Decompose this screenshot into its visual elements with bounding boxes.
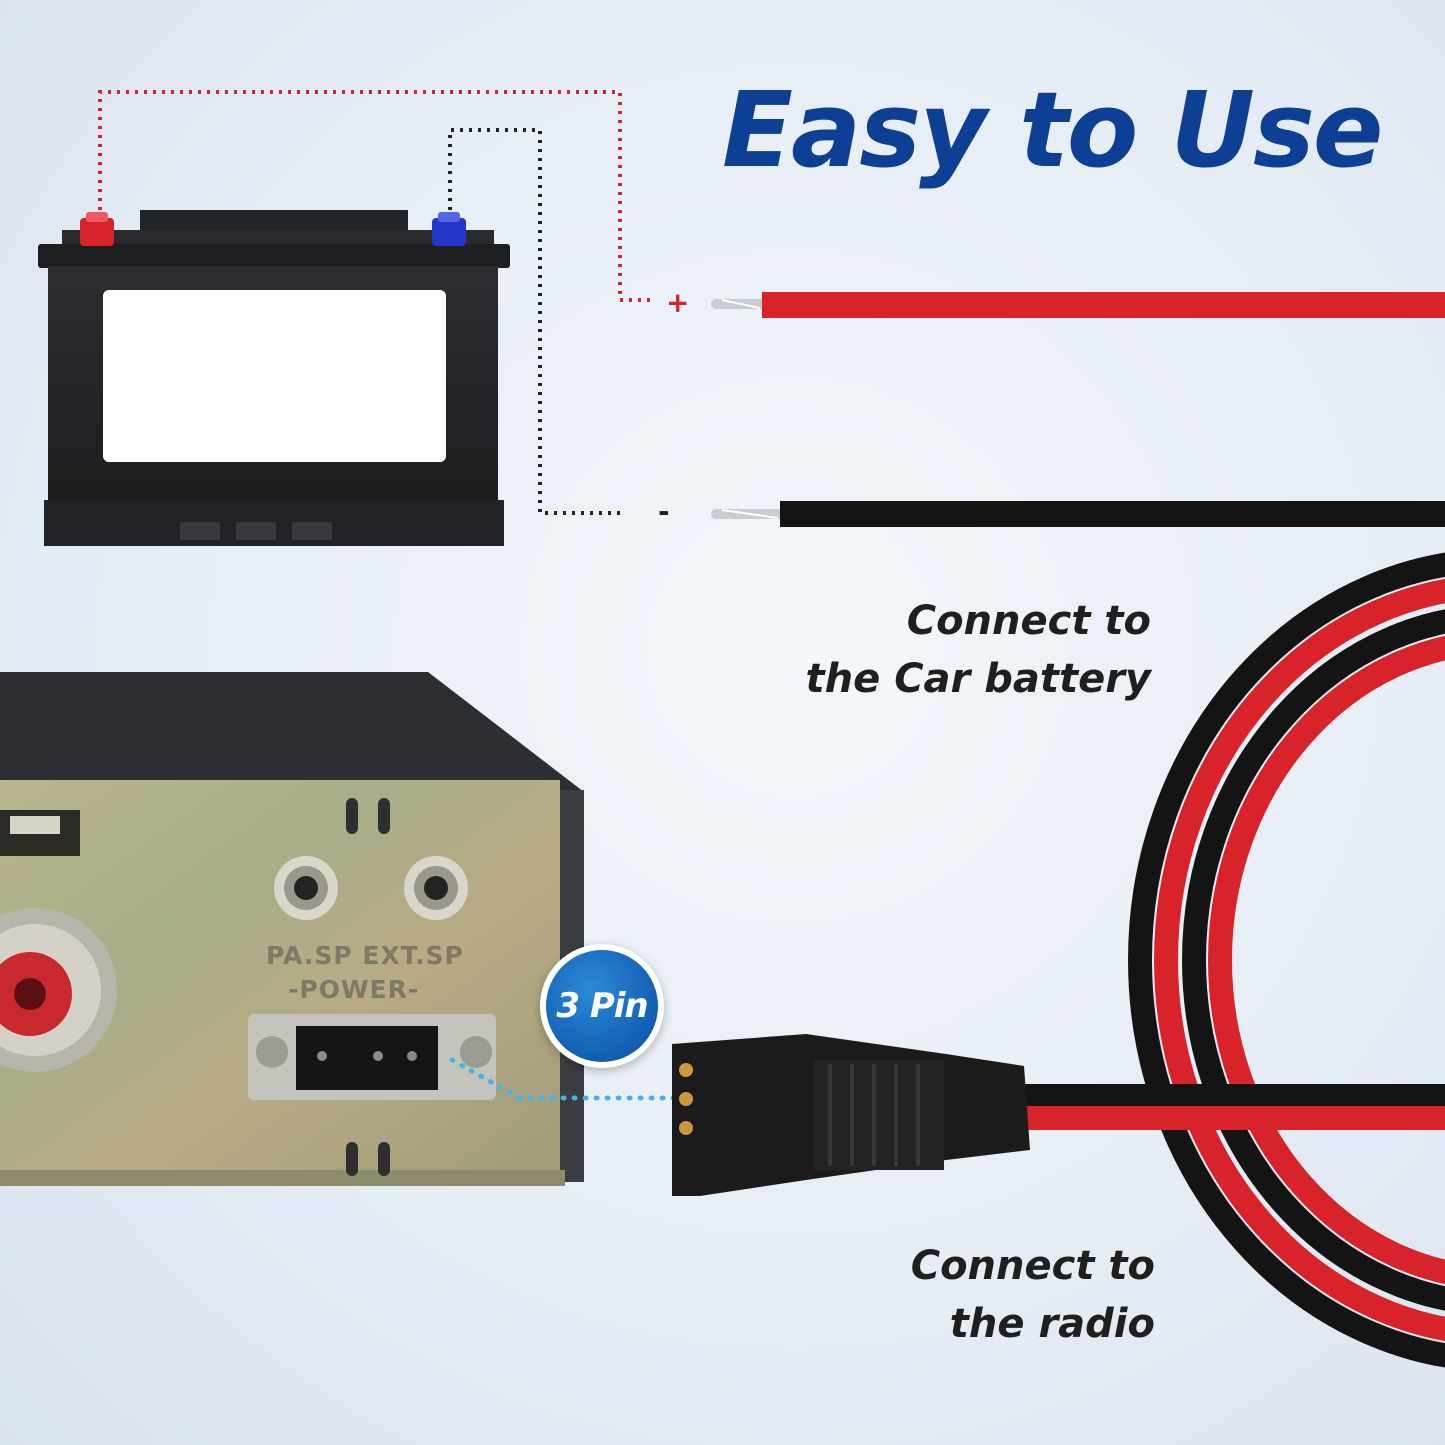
three-pin-plug [672, 1034, 1030, 1196]
caption-car-battery-line1: Connect to [906, 598, 1151, 644]
radio-power-cable [1020, 1084, 1445, 1130]
positive-dotted-lead [98, 90, 655, 302]
three-pin-badge: 3 Pin [540, 944, 664, 1068]
negative-terminal [432, 212, 466, 246]
three-pin-badge-label: 3 Pin [556, 986, 648, 1026]
positive-terminal [80, 212, 114, 246]
positive-wire [711, 292, 1445, 318]
caption-radio: Connect to the radio [911, 1237, 1155, 1353]
caption-radio-line1: Connect to [910, 1243, 1155, 1289]
caption-car-battery: Connect to the Car battery [806, 592, 1151, 708]
port-label-speaker: PA.SP EXT.SP [266, 941, 464, 970]
negative-sign: - [658, 495, 670, 528]
car-battery [38, 210, 510, 546]
headline: Easy to Use [722, 69, 1383, 191]
connector-pointer [449, 1057, 703, 1101]
caption-car-battery-line2: the Car battery [805, 656, 1151, 702]
three-pin-badge-inner: 3 Pin [546, 950, 658, 1062]
cb-radio: PA.SP EXT.SP -POWER- [0, 672, 584, 1186]
negative-wire [711, 501, 1445, 527]
port-label-power: -POWER- [288, 975, 419, 1004]
coiled-cable [1128, 552, 1445, 1368]
positive-sign: + [666, 286, 690, 319]
caption-radio-line2: the radio [949, 1301, 1155, 1347]
negative-dotted-lead [448, 128, 622, 515]
